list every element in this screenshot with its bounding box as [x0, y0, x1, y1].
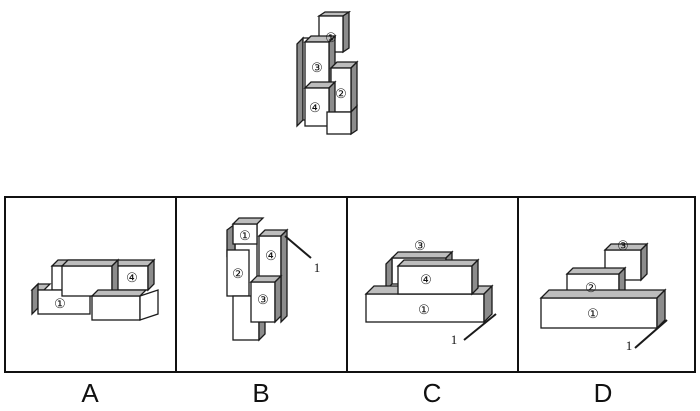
question-number-4: ④: [309, 100, 321, 115]
option-a-label: A: [81, 378, 99, 408]
option-a-figure: ① ④: [30, 258, 159, 321]
question-number-1: ①: [325, 30, 337, 45]
option-c-label: C: [422, 378, 442, 408]
option-b-cell[interactable]: ① ② ③ ④ 1: [175, 196, 348, 373]
option-b-mark: 1: [314, 260, 321, 275]
question-figure: ① ② ③ ④: [296, 10, 359, 136]
question-number-2: ②: [335, 86, 347, 101]
option-b-number-4: ④: [265, 248, 277, 263]
option-b-number-3: ③: [257, 292, 269, 307]
option-c-mark: 1: [451, 332, 458, 347]
option-b-figure: ① ② ③ ④ 1: [226, 217, 321, 342]
option-a-number-1: ①: [54, 296, 66, 311]
option-c-number-1: ①: [418, 302, 430, 317]
option-a-number-4: ④: [126, 270, 138, 285]
option-b-label: B: [252, 378, 270, 408]
option-c-number-3: ③: [414, 238, 426, 253]
option-c-figure: ① ③ ④ 1: [364, 238, 497, 347]
option-b-number-1: ①: [239, 228, 251, 243]
option-a-cell[interactable]: ① ④: [4, 196, 177, 373]
option-d-mark: 1: [626, 338, 633, 353]
option-c-cell[interactable]: ① ③ ④ 1: [346, 196, 519, 373]
option-d-cell[interactable]: ① ② ③ 1: [517, 196, 696, 373]
option-d-label: D: [593, 378, 613, 408]
option-d-number-2: ②: [585, 280, 597, 295]
option-d-number-1: ①: [587, 306, 599, 321]
option-d-number-3: ③: [617, 238, 629, 253]
option-d-figure: ① ② ③ 1: [539, 238, 668, 353]
question-number-3: ③: [311, 60, 323, 75]
option-c-number-4: ④: [420, 272, 432, 287]
option-b-number-2: ②: [232, 266, 244, 281]
